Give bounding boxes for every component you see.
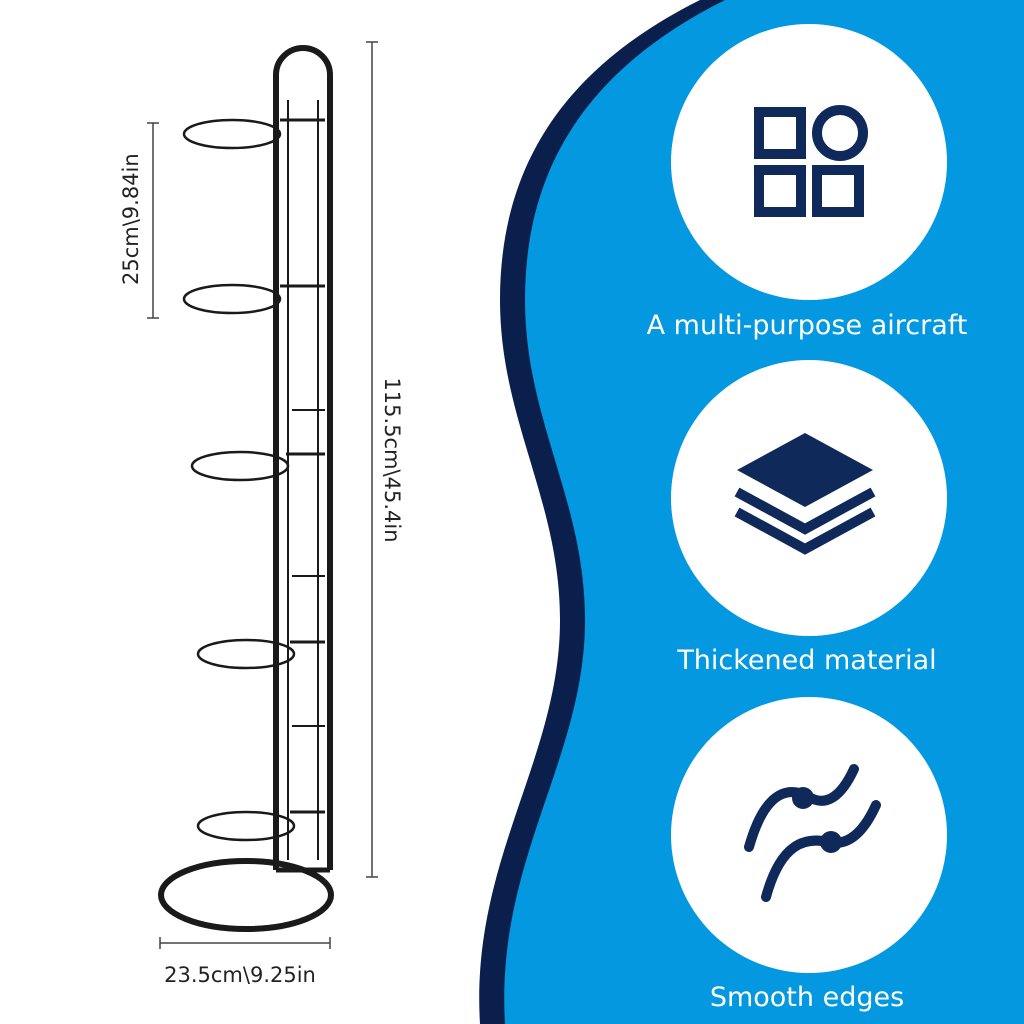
feature-label-multi-purpose: A multi-purpose aircraft: [646, 310, 968, 341]
spacing-dimension-label: 25cm\9.84in: [119, 153, 143, 285]
feature-label-thickened: Thickened material: [677, 645, 937, 676]
feature-circle-thickened: [671, 360, 947, 636]
curved-edges-icon: [744, 764, 881, 902]
layers-icon: [734, 433, 876, 555]
dimension-lines: [147, 41, 378, 949]
feature-label-smooth-edges: Smooth edges: [709, 982, 905, 1013]
width-dimension-label: 23.5cm\9.25in: [164, 963, 316, 987]
height-dimension-label: 115.5cm\45.4in: [380, 377, 404, 543]
ball-rack: [158, 45, 334, 932]
feature-circle-multi-purpose: [671, 24, 947, 300]
feature-circle-smooth-edges: [671, 697, 947, 973]
shapes-grid-icon: [754, 105, 868, 217]
